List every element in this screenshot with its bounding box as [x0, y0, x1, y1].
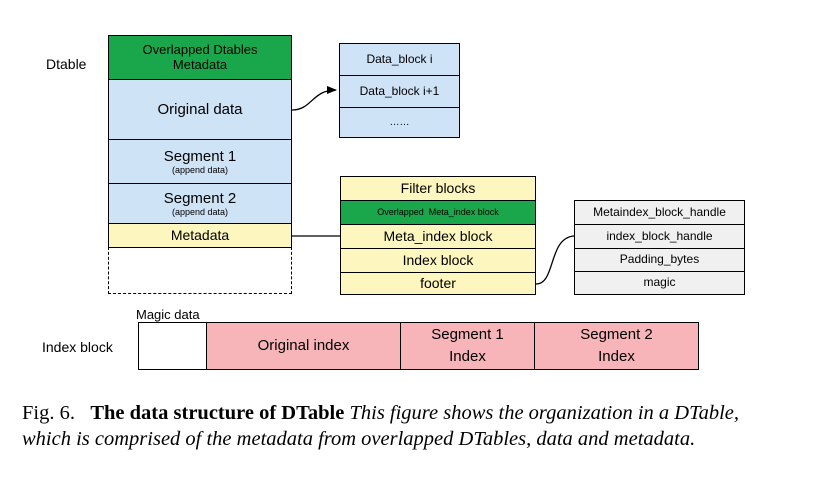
caption-title: The data structure of DTable — [90, 402, 345, 424]
footer-field-label: magic — [643, 275, 676, 290]
arrow-original-data-to-data-blocks — [291, 86, 337, 111]
dtable-label: Dtable — [46, 56, 87, 72]
footer-field-label: Metaindex_block_handle — [593, 204, 726, 219]
footer-field-label: Padding_bytes — [619, 252, 700, 267]
caption-text: This figure shows the organization in a … — [22, 402, 740, 450]
index-block-label: Index block — [42, 339, 113, 355]
original-data-block: Original data — [108, 79, 292, 140]
data-block-label: …… — [389, 116, 410, 128]
data-block-label: Data_block i+1 — [359, 83, 440, 98]
dtable-empty-space — [108, 247, 292, 294]
overlapped-meta-index-block: Overlapped Meta_index block — [340, 200, 536, 225]
index-cell-label: Segment 2 — [580, 326, 653, 344]
segment-1-index-cell: Segment 1 Index — [400, 322, 535, 370]
filter-blocks: Filter blocks — [340, 176, 536, 201]
segment-2-index-cell: Segment 2 Index — [534, 322, 699, 370]
block-title: Segment 1 — [163, 147, 237, 165]
index-block-handle: index_block_handle — [574, 224, 745, 249]
block-title: Metadata — [170, 227, 230, 244]
block-subtitle: (append data) — [171, 206, 229, 217]
block-title: Segment 2 — [163, 189, 237, 207]
data-block-label: Data_block i — [366, 51, 433, 66]
index-block: Index block — [340, 248, 536, 273]
block-title: Original data — [157, 100, 243, 118]
figure-caption: Fig. 6. The data structure of DTable Thi… — [22, 400, 792, 452]
meta-block-label: Filter blocks — [400, 180, 476, 197]
segment-2-block: Segment 2 (append data) — [108, 183, 292, 224]
footer-block: footer — [340, 272, 536, 295]
block-title-line2: Metadata — [172, 56, 228, 72]
magic-data-label: Magic data — [136, 307, 200, 322]
index-cell-label-line2: Index — [449, 348, 486, 365]
footer-field-label: index_block_handle — [606, 228, 713, 243]
index-cell-label-line2: Index — [598, 348, 635, 365]
metadata-block: Metadata — [108, 223, 292, 248]
data-block-ellipsis: …… — [339, 107, 460, 138]
magic: magic — [574, 271, 745, 295]
block-title: Overlapped Dtables — [142, 41, 258, 57]
meta-block-label: Index block — [402, 252, 474, 269]
meta-index-block: Meta_index block — [340, 224, 536, 249]
original-index-cell: Original index — [206, 322, 401, 370]
connector-footer-to-fields — [535, 235, 575, 285]
meta-block-label: footer — [420, 275, 456, 292]
index-cell-label: Segment 1 — [431, 326, 504, 344]
block-subtitle: (append data) — [171, 164, 229, 175]
meta-block-label: Meta_index block — [383, 228, 493, 245]
index-cell-label: Original index — [257, 337, 350, 355]
segment-1-block: Segment 1 (append data) — [108, 139, 292, 184]
caption-fig-number: Fig. 6. — [22, 402, 75, 424]
magic-data-cell — [138, 322, 207, 370]
meta-block-label: Overlapped Meta_index block — [377, 207, 499, 218]
